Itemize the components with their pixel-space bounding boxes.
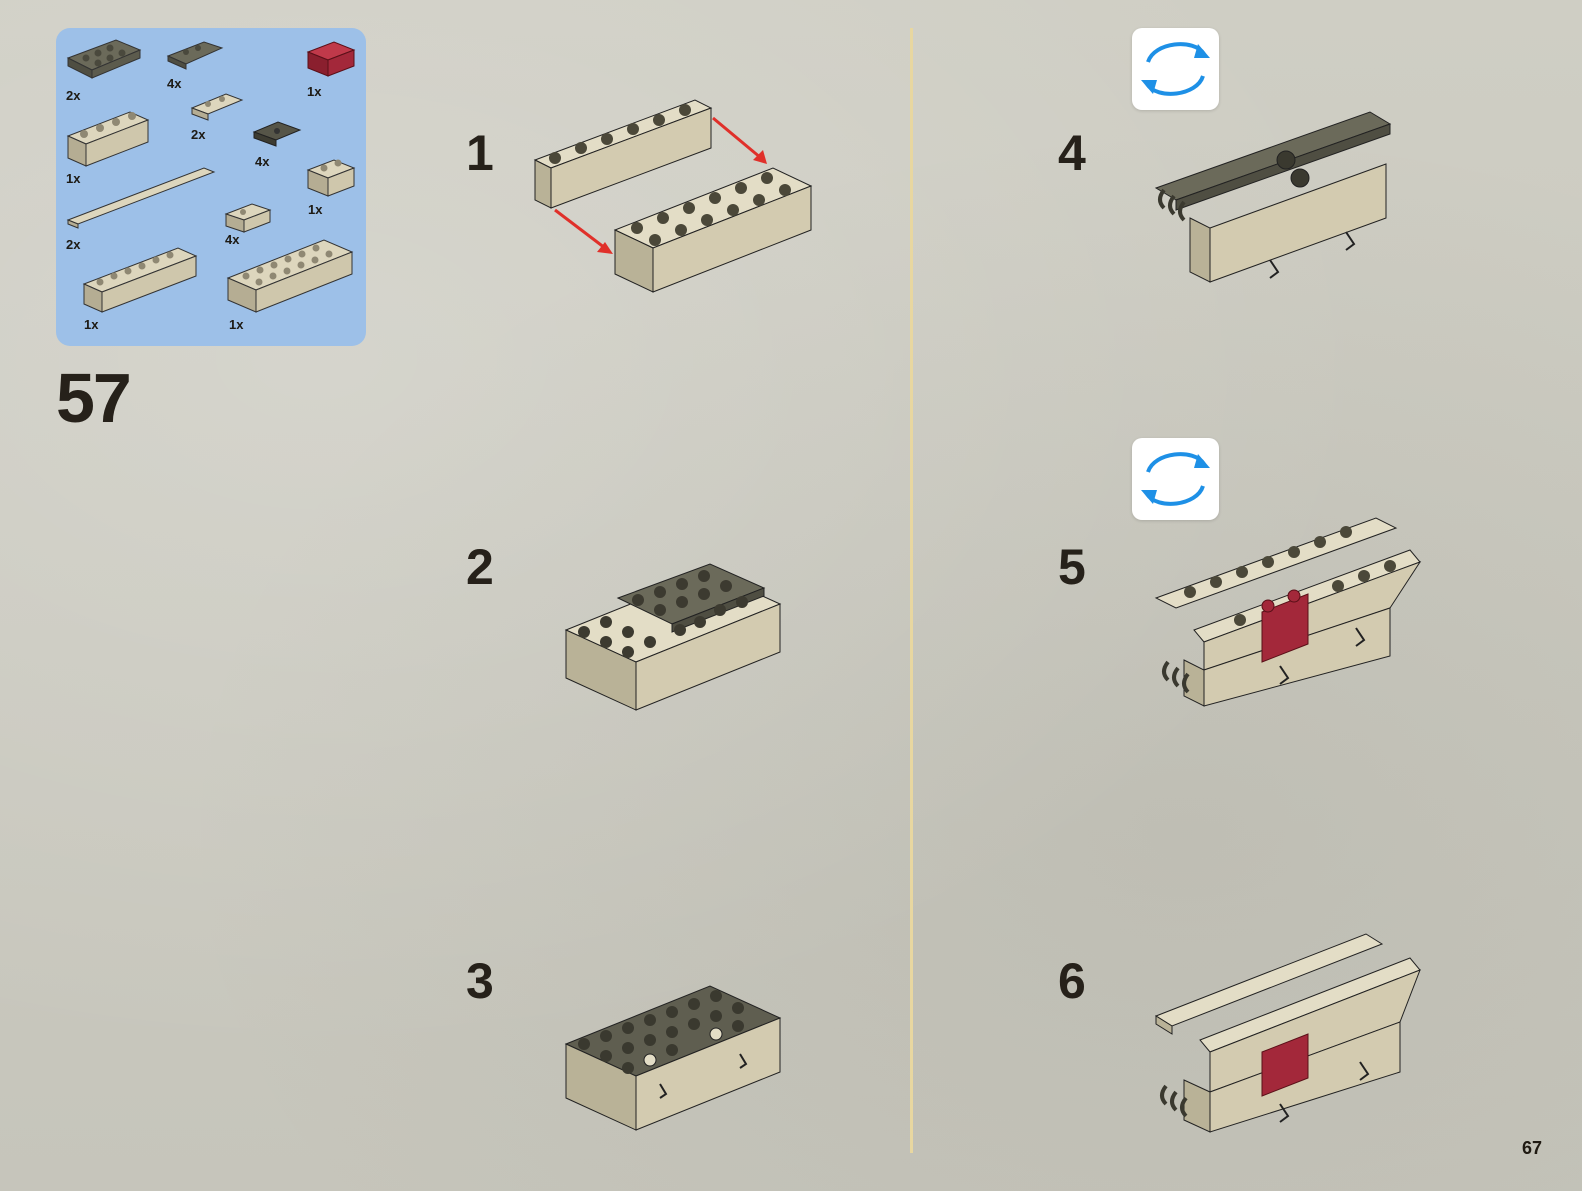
step-5-illustration: [1154, 517, 1422, 707]
part-qty: 1x: [84, 317, 99, 332]
part-tan-brick-1x4: [66, 111, 150, 167]
part-tan-brick-1x6: [82, 247, 198, 313]
part-tan-bracket: [190, 93, 244, 121]
part-tan-slope: [224, 203, 272, 233]
rotate-model-icon: [1132, 438, 1219, 520]
page-divider: [910, 28, 913, 1153]
part-qty: 4x: [255, 154, 270, 169]
step-6-illustration: [1154, 933, 1421, 1133]
part-qty: 4x: [167, 76, 182, 91]
part-tan-brick-2x6: [226, 239, 354, 313]
step-2-illustration: [564, 563, 782, 711]
step-number: 2: [466, 539, 494, 595]
part-qty: 1x: [66, 171, 81, 186]
step-number: 1: [466, 125, 494, 181]
rotate-model-icon: [1132, 28, 1219, 110]
part-qty: 2x: [66, 237, 81, 252]
step-number: 3: [466, 953, 494, 1009]
part-qty: 2x: [66, 88, 81, 103]
part-qty: 1x: [307, 84, 322, 99]
step-number: 4: [1058, 125, 1086, 181]
step-3-illustration: [564, 985, 782, 1131]
page-number: 67: [1521, 1138, 1542, 1158]
part-tan-long-tile: [66, 167, 216, 229]
part-tan-brick-1x2: [306, 159, 356, 197]
part-red-brick: [306, 41, 356, 77]
part-qty: 1x: [229, 317, 244, 332]
page-step-number: 57: [56, 359, 132, 437]
step-4-illustration: [1154, 111, 1392, 283]
part-dark-jumper: [252, 121, 302, 147]
part-dark-tile: [166, 41, 224, 70]
parts-illustration: [66, 39, 356, 313]
step-number: 5: [1058, 539, 1086, 595]
step-1-illustration: [533, 99, 813, 293]
part-qty: 1x: [308, 202, 323, 217]
parts-list-callout: 2x 4x 1x 1x 2x 4x 1x 2x 4x 1x 1x: [56, 28, 366, 346]
part-qty: 2x: [191, 127, 206, 142]
part-qty: 4x: [225, 232, 240, 247]
step-number: 6: [1058, 953, 1086, 1009]
part-dark-plate: [66, 39, 142, 79]
